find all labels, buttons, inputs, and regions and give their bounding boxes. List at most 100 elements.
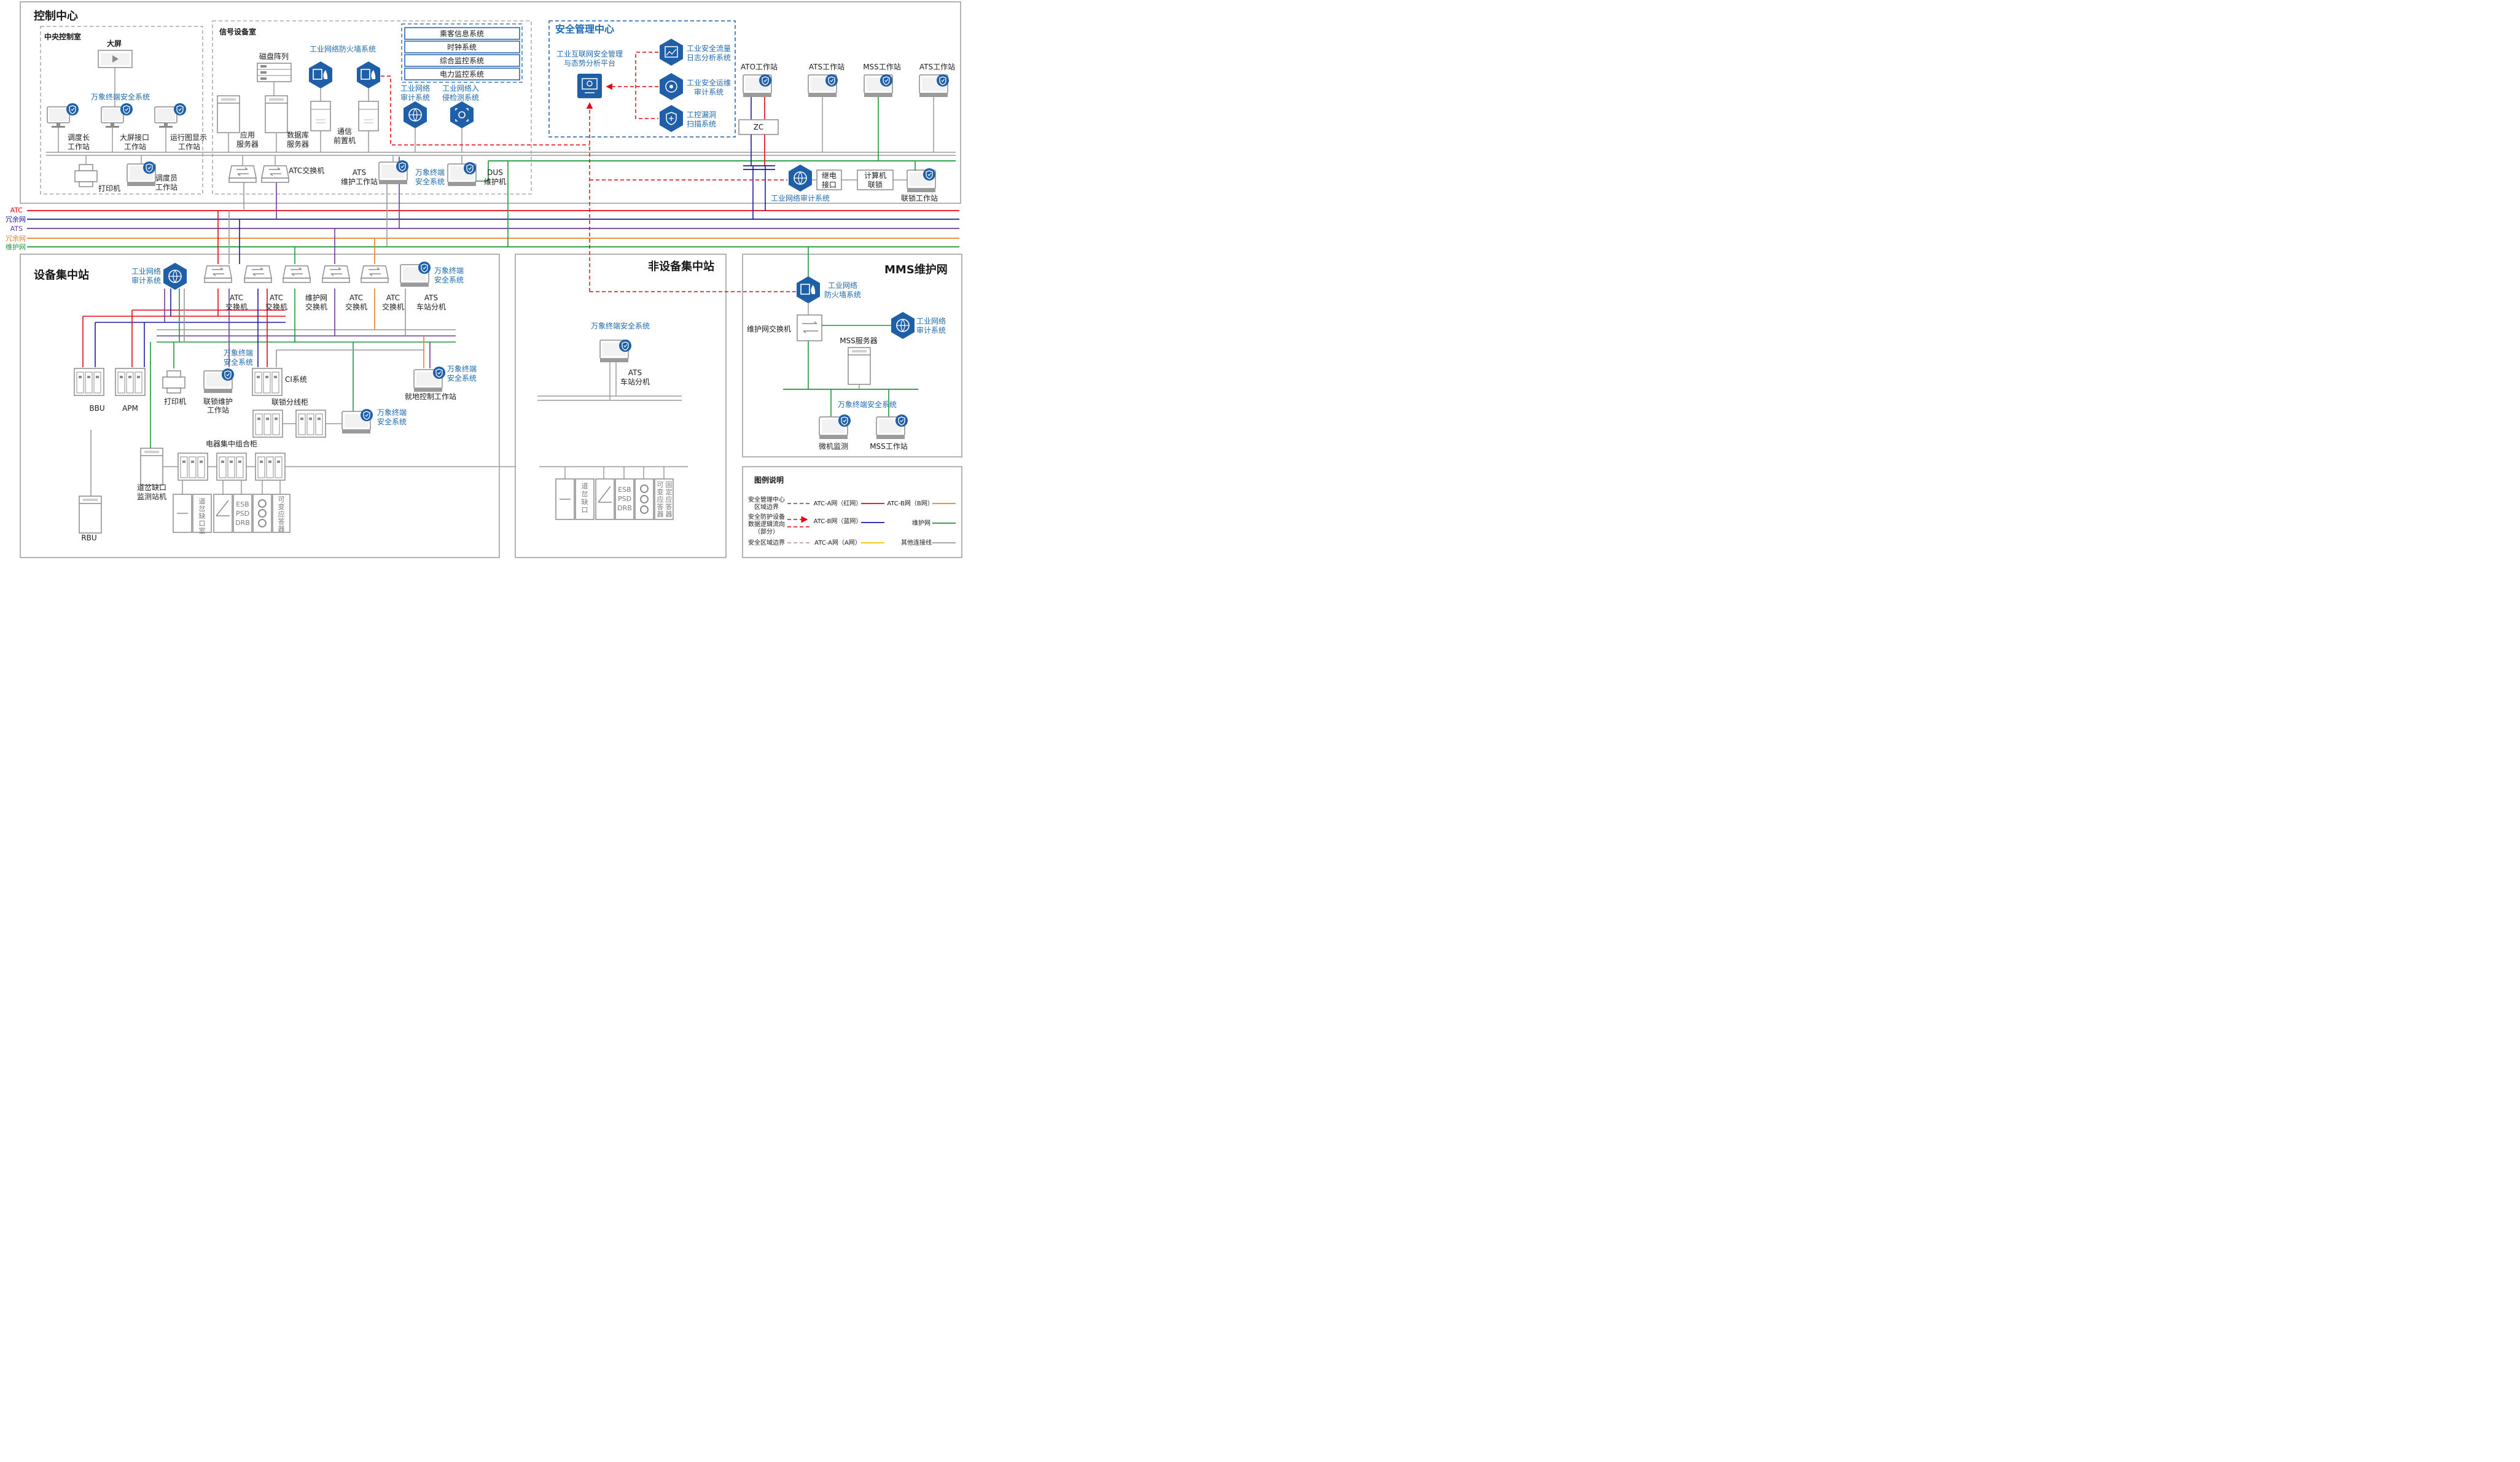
eq-esb-psd-drb[interactable] — [233, 494, 252, 533]
rbu-server[interactable] — [79, 496, 102, 534]
local-sec-workstation[interactable] — [341, 408, 373, 434]
switch-gap-station[interactable] — [140, 448, 163, 486]
local-control-workstation[interactable] — [413, 366, 446, 392]
comm-server-2[interactable] — [358, 101, 379, 152]
flow-log-system[interactable] — [660, 39, 683, 66]
ats-workstation-2[interactable] — [919, 74, 950, 152]
sw4-label-2: 交换机 — [345, 302, 367, 311]
legend-atc-b-b: ATC-B网（B网） — [887, 500, 934, 507]
security-center-box — [548, 20, 736, 138]
app-server-label-1: 应用 — [240, 130, 255, 139]
big-screen-label: 大屏 — [107, 39, 122, 48]
interlock-maint-workstation[interactable] — [203, 368, 235, 394]
station-atc-switch-1[interactable] — [204, 265, 232, 283]
equip-audit-system[interactable] — [163, 263, 187, 290]
cabinet-label: 联锁分线柜 — [271, 397, 308, 406]
dispatcher-workstation[interactable] — [127, 155, 156, 187]
firewall-1[interactable] — [309, 61, 332, 101]
local-sec-label-1: 万象终端 — [377, 408, 407, 417]
eq-outdoor-equipment[interactable] — [173, 494, 212, 533]
mss-workstation[interactable] — [876, 414, 908, 440]
mms-audit-system[interactable] — [891, 312, 915, 339]
station-maint-switch[interactable] — [283, 265, 311, 283]
comm-server-1[interactable] — [310, 101, 331, 152]
mss-server[interactable] — [848, 347, 871, 389]
relay-cabinet-1[interactable] — [177, 453, 208, 481]
station-printer[interactable] — [162, 370, 185, 394]
ats-workstation-1[interactable] — [808, 74, 838, 152]
computer-interlock[interactable] — [857, 169, 894, 190]
platform-label-1: 工业互联网安全管理 — [556, 49, 623, 58]
timetable-display-workstation[interactable] — [154, 103, 187, 152]
db-server[interactable] — [265, 95, 288, 152]
disk-array[interactable] — [257, 63, 292, 98]
ne-vrs-a-4: 器 — [657, 510, 664, 518]
eq-signal-light[interactable] — [252, 494, 272, 533]
legend-maint: 维护网 — [912, 519, 930, 527]
station-atc-switch-4[interactable] — [361, 265, 389, 283]
central-printer[interactable] — [74, 155, 98, 187]
interlock-audit-system[interactable] — [789, 165, 812, 192]
micro-monitor-workstation[interactable] — [819, 414, 851, 440]
ats-maint-label-2: 维护工作站 — [341, 177, 378, 186]
interlock-workstation[interactable] — [907, 161, 936, 193]
atc-switch-1[interactable] — [228, 155, 257, 183]
eq-outdoor-c2: 缺 — [199, 511, 206, 520]
station-ats-extension[interactable] — [400, 261, 431, 287]
apm-rack[interactable] — [115, 368, 146, 396]
maint-network-switch[interactable] — [797, 314, 892, 389]
ne-outdoor-c2: 缺 — [582, 497, 588, 506]
dus-workstation[interactable] — [447, 155, 489, 187]
eq-esb: ESB — [236, 500, 249, 508]
lc-sec-label-2: 安全系统 — [447, 373, 477, 383]
atc-switch-2[interactable] — [261, 155, 289, 183]
dispatcher-chief-workstation[interactable] — [47, 103, 79, 152]
firewall-2[interactable] — [357, 61, 380, 101]
ats-maint-workstation[interactable] — [378, 155, 409, 185]
legend-atc-a-a: ATC-A网（A网） — [814, 539, 861, 546]
central-printer-label: 打印机 — [98, 184, 120, 193]
eq-sensor[interactable] — [213, 494, 233, 533]
ne-outdoor-c0: 道 — [582, 481, 588, 490]
app-server[interactable] — [217, 95, 240, 152]
bbu-rack[interactable] — [74, 368, 104, 396]
sw3-label-2: 交换机 — [305, 302, 327, 311]
ne-sensor[interactable] — [595, 478, 615, 520]
vuln-scan-system[interactable] — [660, 105, 683, 132]
ne-balises[interactable] — [654, 478, 674, 520]
ilm-sec-label-1: 万象终端 — [224, 348, 253, 357]
interlock-cabinet-1[interactable] — [252, 410, 283, 438]
mss-workstation-top[interactable] — [864, 74, 893, 161]
eq-variable-balise[interactable] — [272, 494, 291, 533]
relay-cabinet-3[interactable] — [255, 453, 286, 481]
ci-system[interactable] — [252, 368, 283, 396]
relay-cabinet-2[interactable] — [216, 453, 247, 481]
ne-ats-extension[interactable] — [599, 339, 632, 400]
eq-audit-label-1: 工业网络 — [131, 266, 161, 276]
station-atc-switch-2[interactable] — [244, 265, 272, 283]
sw4-label-1: ATC — [349, 294, 363, 302]
ops-audit-system[interactable] — [660, 73, 683, 100]
zc-unit[interactable] — [738, 97, 779, 170]
station-atc-switch-3[interactable] — [322, 265, 350, 283]
ne-vrs-a-2: 应 — [657, 495, 664, 504]
ws3-label-2: 工作站 — [178, 142, 200, 151]
vuln-label-1: 工控漏洞 — [687, 111, 716, 119]
interlock-cabinet-2[interactable] — [295, 410, 326, 438]
ops-label-1: 工业安全运维 — [687, 78, 731, 87]
big-screen-interface-workstation[interactable] — [101, 103, 133, 152]
eq-sec-label-2: 安全系统 — [434, 275, 464, 284]
mms-firewall[interactable] — [797, 276, 820, 315]
ne-esb-psd-drb[interactable] — [615, 478, 634, 520]
vertical-drops — [217, 157, 809, 282]
ats-maint-label-1: ATS — [353, 168, 366, 177]
security-platform[interactable] — [577, 74, 602, 98]
ids-system[interactable] — [450, 101, 474, 152]
legend-sec-zone-1: 安全管理中心 — [748, 496, 785, 504]
ne-outdoor-equipment[interactable] — [555, 478, 595, 520]
network-topology-diagram: 控制中心 中央控制室 信号设备室 安全管理中心 设备集中站 非设备集中站 MMS… — [6, 1, 962, 558]
atc-label: ATC — [10, 206, 23, 214]
signal-audit-system[interactable] — [404, 101, 427, 152]
ne-signal-light[interactable] — [634, 478, 654, 520]
ato-workstation[interactable] — [743, 74, 772, 98]
